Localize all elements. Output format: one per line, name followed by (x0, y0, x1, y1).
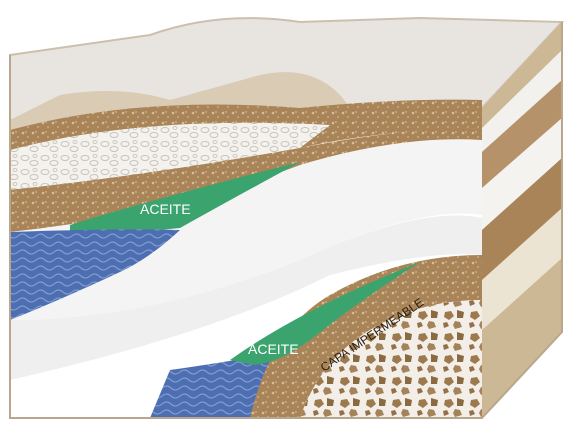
oil-lower-label: ACEITE (248, 341, 299, 357)
oil-upper-label: ACEITE (140, 201, 191, 217)
